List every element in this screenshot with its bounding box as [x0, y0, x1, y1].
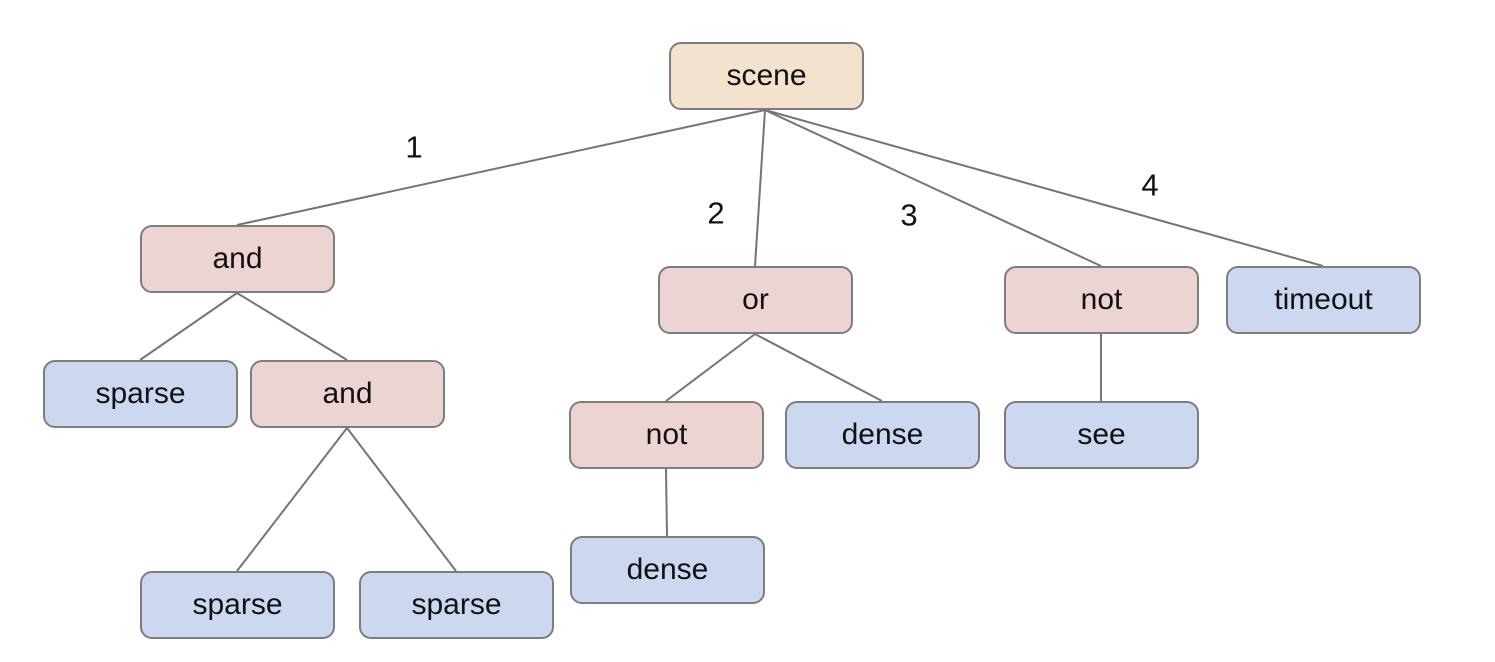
- node-dense-2: dense: [570, 536, 765, 604]
- node-sparse-1: sparse: [43, 360, 238, 428]
- edge-label-2: 2: [707, 195, 725, 231]
- node-and-2: and: [250, 360, 445, 428]
- node-not-2: not: [569, 401, 764, 469]
- edge-scene-or: [754, 109, 766, 267]
- edge-not2-dense2: [665, 468, 668, 537]
- edge-or1-dense1: [754, 333, 883, 402]
- node-not-1: not: [1004, 266, 1199, 334]
- edge-scene-timeout: [764, 109, 1324, 267]
- edge-and2-sparse2: [236, 427, 348, 572]
- edge-and1-sparse1: [139, 292, 238, 361]
- edge-scene-and: [236, 109, 766, 226]
- edge-label-1: 1: [405, 129, 423, 165]
- node-dense-1: dense: [785, 401, 980, 469]
- edge-label-3: 3: [900, 197, 918, 233]
- edge-and2-sparse3: [346, 427, 457, 572]
- edge-scene-not: [764, 109, 1102, 267]
- node-sparse-3: sparse: [359, 571, 554, 639]
- edge-label-4: 4: [1141, 167, 1159, 203]
- node-timeout: timeout: [1226, 266, 1421, 334]
- node-see: see: [1004, 401, 1199, 469]
- node-sparse-2: sparse: [140, 571, 335, 639]
- node-scene: scene: [669, 42, 864, 110]
- edge-and1-and2: [236, 292, 348, 361]
- edge-or1-not2: [665, 333, 756, 402]
- node-and-1: and: [140, 225, 335, 293]
- node-or-1: or: [658, 266, 853, 334]
